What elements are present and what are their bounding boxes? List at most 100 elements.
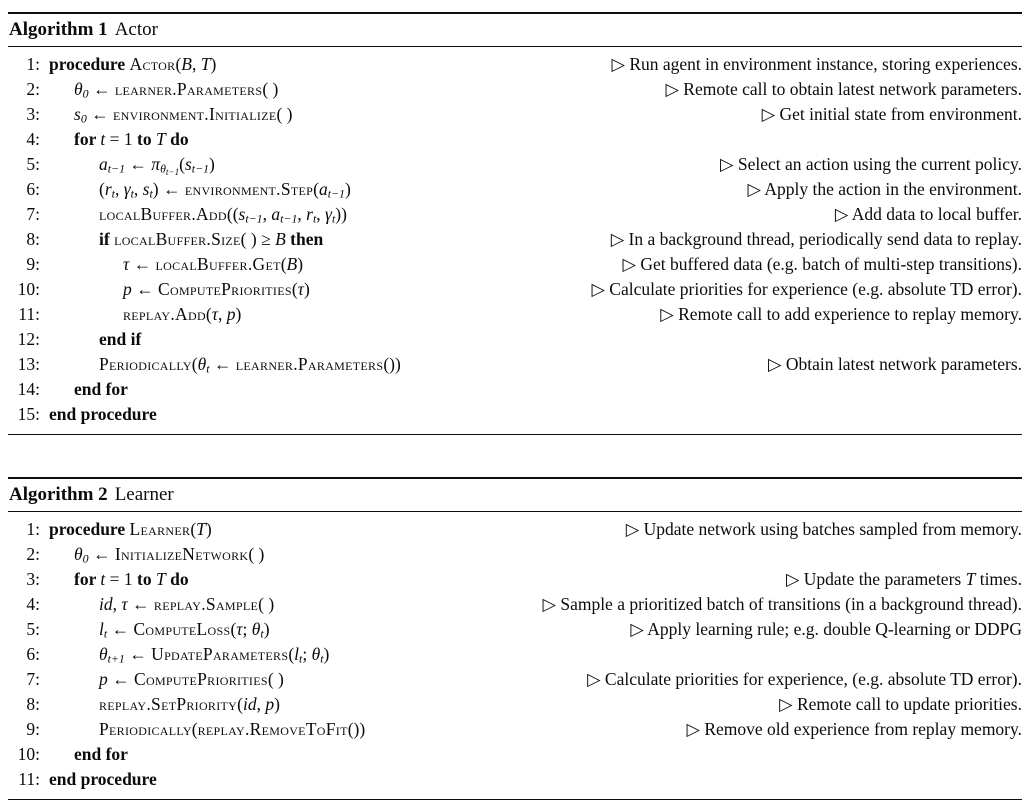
code-segment: ▷ In a background thread, periodically s…	[610, 229, 1022, 249]
algorithm-label: Algorithm 1	[9, 19, 108, 40]
keyword: procedure	[49, 54, 130, 74]
code-segment: θ	[99, 644, 108, 664]
code-segment: θ	[74, 544, 83, 564]
keyword: end for	[74, 379, 128, 399]
code-segment: ,	[112, 594, 122, 614]
code-segment: = 1	[105, 569, 138, 589]
code-segment: ▷ Update network using batches sampled f…	[625, 519, 1022, 539]
code-segment: (	[190, 519, 197, 539]
code-text: if localBuffer.Size( ) ≥ B then	[49, 227, 323, 252]
comment-text: ▷ Remote call to obtain latest network p…	[288, 77, 1022, 102]
line-number: 8:	[26, 229, 40, 249]
code-segment: (	[179, 154, 185, 174]
code-segment: τ	[121, 594, 128, 614]
code-text: replay.Add(τ, p)	[49, 302, 241, 327]
code-segment: ) ←	[152, 179, 185, 199]
algorithm-line: 9:τ ← localBuffer.Get(B)▷ Get buffered d…	[8, 252, 1022, 277]
code-segment: ←	[129, 254, 156, 274]
code-segment: ,	[316, 204, 326, 224]
code-segment: (	[237, 694, 243, 714]
code-text: id, τ ← replay.Sample( )	[49, 592, 274, 617]
function-name: Learner	[129, 519, 191, 539]
code-text: θt+1 ← UpdateParameters(lt; θt)	[49, 642, 329, 672]
code-segment: ((	[226, 204, 239, 224]
function-name: Periodically	[99, 354, 192, 374]
code-segment: ( )	[258, 594, 275, 614]
algorithm-line: 9:Periodically(replay.RemoveToFit())▷ Re…	[8, 717, 1022, 742]
code-segment: )	[303, 279, 310, 299]
function-name: environment.Initialize	[113, 104, 277, 124]
comment-text: ▷ Remote call to update priorities.	[290, 692, 1022, 717]
code-segment: (	[313, 179, 319, 199]
code-segment: l	[99, 619, 104, 639]
code-segment: id	[99, 594, 113, 614]
line-number: 1:	[26, 519, 40, 539]
code-segment: s	[142, 179, 150, 199]
code-segment: t	[100, 569, 106, 589]
code-segment: ,	[218, 304, 227, 324]
code-segment: a	[99, 154, 108, 174]
caption-rule	[8, 511, 1022, 512]
line-number: 2:	[26, 544, 40, 564]
code-segment: t	[130, 186, 134, 201]
keyword: then	[290, 229, 324, 249]
keyword: do	[170, 569, 189, 589]
code-segment: ←	[88, 79, 115, 99]
code-segment: γ	[123, 179, 131, 199]
keyword: do	[170, 129, 189, 149]
code-segment: (	[99, 179, 105, 199]
function-name: localBuffer.Add	[99, 204, 227, 224]
line-number: 10:	[17, 279, 40, 299]
code-segment: t	[149, 186, 153, 201]
line-number: 3:	[26, 569, 40, 589]
code-text: replay.SetPriority(id, p)	[49, 692, 280, 717]
code-segment: ,	[256, 694, 266, 714]
function-name: Actor	[129, 54, 176, 74]
algorithm-line: 1:procedure Actor(B, T)▷ Run agent in en…	[8, 52, 1022, 77]
code-segment: (	[191, 354, 198, 374]
algorithm-line: 10:p ← ComputePriorities(τ)▷ Calculate p…	[8, 277, 1022, 302]
keyword: for	[74, 569, 101, 589]
function-name: ComputePriorities	[134, 669, 268, 689]
function-name: UpdateParameters	[151, 644, 289, 664]
code-segment: p	[99, 669, 108, 689]
comment-text: ▷ Sample a prioritized batch of transiti…	[284, 592, 1023, 617]
code-segment: B	[181, 54, 192, 74]
code-segment: r	[104, 179, 112, 199]
code-segment: t+1	[107, 651, 125, 666]
code-segment: ( )	[267, 669, 284, 689]
keyword: to	[137, 129, 156, 149]
code-segment: π	[151, 154, 161, 174]
keyword: end procedure	[49, 404, 157, 424]
code-segment: T	[965, 569, 976, 589]
algorithm-line: 6:(rt, γt, st) ← environment.Step(at−1)▷…	[8, 177, 1022, 202]
code-segment: )	[235, 304, 242, 324]
code-segment: r	[306, 204, 313, 224]
code-text: localBuffer.Add((st−1, at−1, rt, γt))	[49, 202, 347, 232]
code-segment: τ	[123, 254, 130, 274]
code-segment: ▷ Apply the action in the environment.	[747, 179, 1022, 199]
code-segment: times.	[975, 569, 1022, 589]
function-name: InitializeNetwork	[114, 544, 249, 564]
code-segment: ▷ Remote call to add experience to repla…	[660, 304, 1022, 324]
code-text: s0 ← environment.Initialize( )	[49, 102, 292, 132]
code-text: for t = 1 to T do	[49, 127, 189, 152]
algorithm-line: 8:replay.SetPriority(id, p)▷ Remote call…	[8, 692, 1022, 717]
code-segment: t	[299, 651, 303, 666]
algorithm-line: 7:p ← ComputePriorities( )▷ Calculate pr…	[8, 667, 1022, 692]
comment-text: ▷ In a background thread, periodically s…	[333, 227, 1022, 252]
caption-rule	[8, 46, 1022, 47]
code-segment: ←	[131, 279, 158, 299]
code-segment: t	[320, 651, 324, 666]
line-number: 11:	[18, 769, 40, 789]
comment-text: ▷ Calculate priorities for experience, (…	[294, 667, 1022, 692]
code-segment: = 1	[105, 129, 138, 149]
code-segment: a	[271, 204, 281, 224]
comment-text: ▷ Remove old experience from replay memo…	[375, 717, 1022, 742]
line-number: 9:	[26, 719, 40, 739]
algorithm-name: Actor	[114, 19, 158, 40]
function-name: learner.Parameters	[114, 79, 263, 99]
comment-text: ▷ Select an action using the current pol…	[225, 152, 1022, 177]
code-segment: ,	[297, 204, 307, 224]
code-segment: t	[111, 186, 115, 201]
